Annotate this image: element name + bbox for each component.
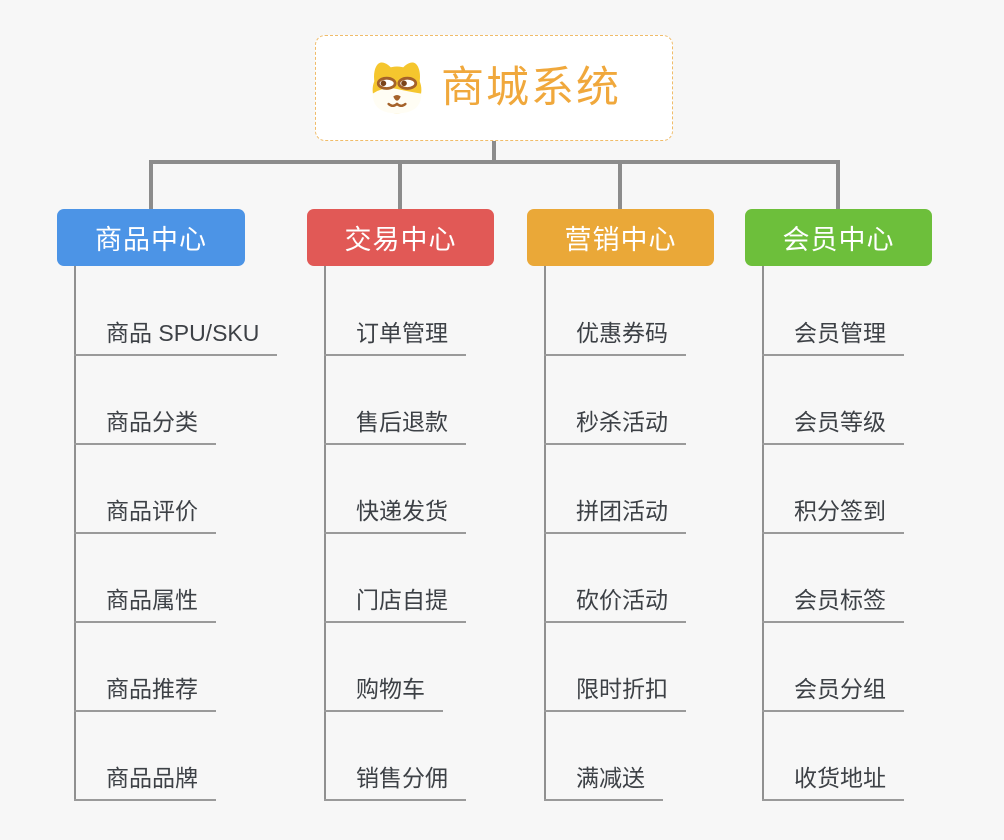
node-item[interactable]: 秒杀活动 xyxy=(544,407,686,445)
doge-icon xyxy=(367,58,427,118)
node-item[interactable]: 拼团活动 xyxy=(544,496,686,534)
branch-header-member-center[interactable]: 会员中心 xyxy=(745,209,932,266)
connector-horizontal-line xyxy=(149,160,840,164)
branch-header-marketing-center[interactable]: 营销中心 xyxy=(527,209,714,266)
connector-branch-stub xyxy=(836,160,840,209)
node-item[interactable]: 购物车 xyxy=(324,674,443,712)
node-item[interactable]: 积分签到 xyxy=(762,496,904,534)
node-item[interactable]: 商品推荐 xyxy=(74,674,216,712)
node-item[interactable]: 销售分佣 xyxy=(324,763,466,801)
branch-product-center: 商品中心 商品 SPU/SKU 商品分类 商品评价 商品属性 商品推荐 商品品牌 xyxy=(57,209,278,801)
branch-member-center: 会员中心 会员管理 会员等级 积分签到 会员标签 会员分组 收货地址 xyxy=(745,209,932,801)
branch-marketing-center: 营销中心 优惠券码 秒杀活动 拼团活动 砍价活动 限时折扣 满减送 xyxy=(527,209,714,801)
connector-branch-stub xyxy=(398,160,402,209)
branch-trade-center: 交易中心 订单管理 售后退款 快递发货 门店自提 购物车 销售分佣 xyxy=(307,209,494,801)
node-item[interactable]: 售后退款 xyxy=(324,407,466,445)
node-item[interactable]: 门店自提 xyxy=(324,585,466,623)
root-node[interactable]: 商城系统 xyxy=(315,35,673,141)
node-item[interactable]: 砍价活动 xyxy=(544,585,686,623)
node-item[interactable]: 收货地址 xyxy=(762,763,904,801)
node-item[interactable]: 会员等级 xyxy=(762,407,904,445)
node-item[interactable]: 会员分组 xyxy=(762,674,904,712)
node-item[interactable]: 商品分类 xyxy=(74,407,216,445)
branch-header-product-center[interactable]: 商品中心 xyxy=(57,209,245,266)
node-item[interactable]: 商品评价 xyxy=(74,496,216,534)
connector-branch-stub xyxy=(618,160,622,209)
node-item[interactable]: 会员管理 xyxy=(762,318,904,356)
node-item[interactable]: 商品 SPU/SKU xyxy=(74,318,278,356)
node-item[interactable]: 订单管理 xyxy=(324,318,466,356)
root-title: 商城系统 xyxy=(441,63,621,112)
node-item[interactable]: 优惠券码 xyxy=(544,318,686,356)
node-item[interactable]: 商品品牌 xyxy=(74,763,216,801)
node-item[interactable]: 商品属性 xyxy=(74,585,216,623)
node-item[interactable]: 满减送 xyxy=(544,763,663,801)
node-item[interactable]: 快递发货 xyxy=(324,496,466,534)
connector-branch-stub xyxy=(149,160,153,209)
connector-root-stub xyxy=(492,140,496,162)
node-item[interactable]: 会员标签 xyxy=(762,585,904,623)
branch-header-trade-center[interactable]: 交易中心 xyxy=(307,209,494,266)
node-item[interactable]: 限时折扣 xyxy=(544,674,686,712)
